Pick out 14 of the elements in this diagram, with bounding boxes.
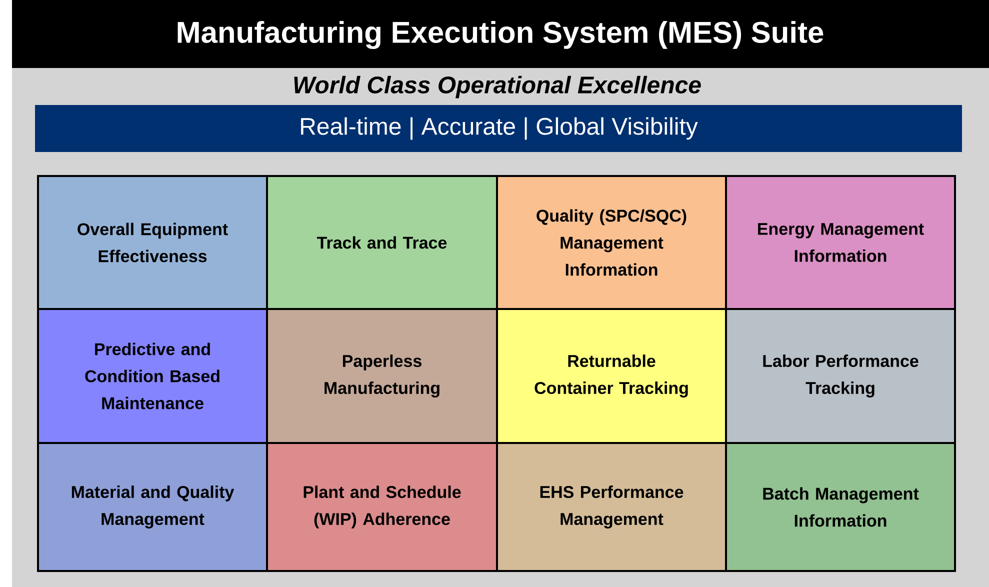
grid-cell: Predictive and Condition Based Maintenance xyxy=(37,308,268,444)
grid-cell: Overall Equipment Effectiveness xyxy=(37,175,268,310)
grid-cell: Quality (SPC/SQC) Management Information xyxy=(496,175,727,310)
title-bar: Manufacturing Execution System (MES) Suite xyxy=(12,0,989,68)
grid-cell: Batch Management Information xyxy=(725,442,956,572)
grid-cell: Paperless Manufacturing xyxy=(266,308,498,444)
grid-cell: Track and Trace xyxy=(266,175,498,310)
grid-cell: Energy Management Information xyxy=(725,175,956,310)
grid-cell: Material and Quality Management xyxy=(37,442,268,572)
banner: Real-time | Accurate | Global Visibility xyxy=(35,105,962,152)
grid-cell: Plant and Schedule (WIP) Adherence xyxy=(266,442,498,572)
grid-cell: Returnable Container Tracking xyxy=(496,308,727,444)
grid-cell: EHS Performance Management xyxy=(496,442,727,572)
grid-cell: Labor Performance Tracking xyxy=(725,308,956,444)
